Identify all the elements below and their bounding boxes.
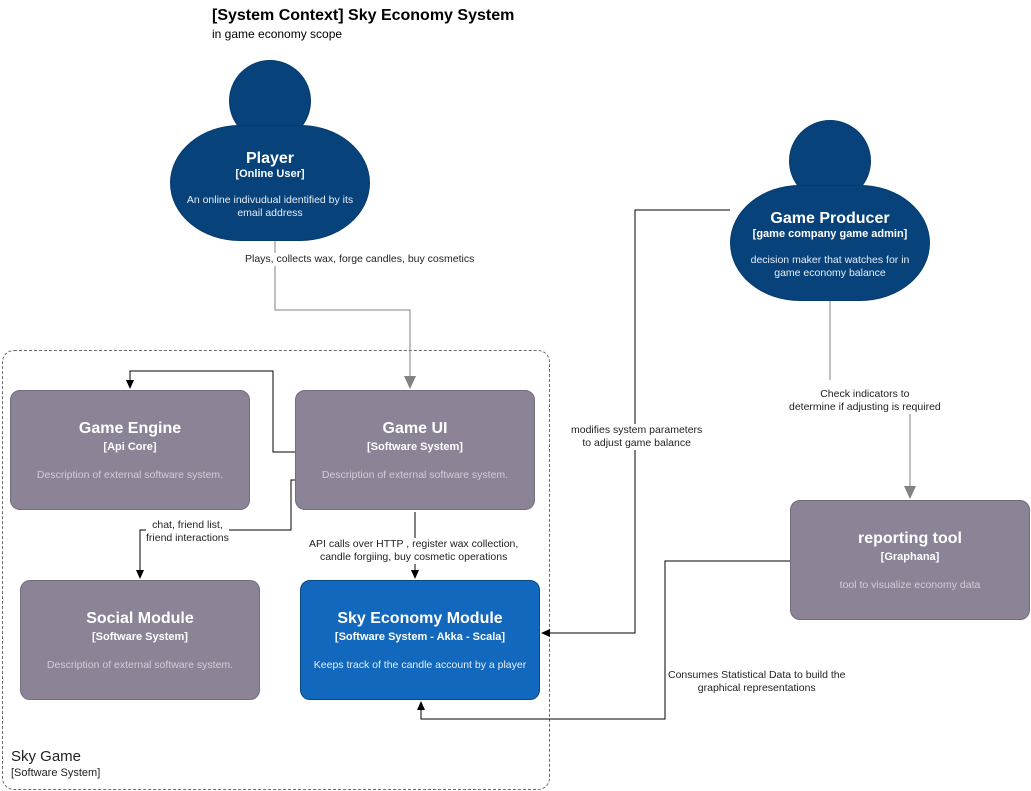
diagram-subtitle: in game economy scope xyxy=(212,27,343,41)
game-ui-type: [Software System] xyxy=(367,441,463,453)
edge-player-to-game-ui xyxy=(274,232,416,389)
game-ui-description: Description of external software system. xyxy=(321,469,509,481)
edge-label-producer-to-sky-economy: modifies system parameters to adjust gam… xyxy=(571,424,703,450)
edge-label-game-ui-to-social: chat, friend list, friend interactions xyxy=(146,519,229,545)
edge-label-player-to-game-ui: Plays, collects wax, forge candles, buy … xyxy=(245,253,475,266)
reporting-tool-name: reporting tool xyxy=(858,530,962,547)
edge-label-reporting-to-sky-economy-line2: graphical representations xyxy=(697,682,816,694)
edge-label-game-ui-to-social-line2: friend interactions xyxy=(146,532,229,544)
edge-label-game-ui-to-social-line1: chat, friend list, xyxy=(152,519,223,531)
social-module-type: [Software System] xyxy=(92,631,188,643)
boundary-name: Sky Game xyxy=(11,748,82,765)
edge-label-producer-to-reporting-line1: Check indicators to xyxy=(820,388,910,400)
edge-producer-to-sky-economy xyxy=(541,209,730,637)
game-producer-type: [game company game admin] xyxy=(752,228,908,240)
boundary-type: [Software System] xyxy=(11,767,101,779)
sky-game-boundary xyxy=(2,350,550,790)
social-module-system[interactable]: Social Module [Software System] Descript… xyxy=(20,580,260,700)
edge-label-producer-to-sky-economy-line1: modifies system parameters xyxy=(571,424,703,436)
game-ui-name: Game UI xyxy=(382,420,448,437)
game-engine-name: Game Engine xyxy=(78,420,182,437)
edge-label-producer-to-reporting-line2: determine if adjusting is required xyxy=(789,401,941,413)
edge-game-ui-to-social-module xyxy=(136,479,295,579)
game-engine-type: [Api Core] xyxy=(103,441,157,453)
game-producer-person[interactable]: Game Producer [game company game admin] … xyxy=(730,185,930,301)
edge-label-producer-to-sky-economy-line2: to adjust game balance xyxy=(582,437,691,449)
player-description: An online indivudual identified by its e… xyxy=(186,194,354,219)
sky-economy-module-type: [Software System - Akka - Scala] xyxy=(334,631,506,643)
game-engine-description: Description of external software system. xyxy=(36,469,224,481)
player-name: Player xyxy=(245,150,295,167)
game-engine-system[interactable]: Game Engine [Api Core] Description of ex… xyxy=(10,390,250,510)
reporting-tool-description: tool to visualize economy data xyxy=(839,579,981,591)
social-module-description: Description of external software system. xyxy=(46,659,234,671)
social-module-name: Social Module xyxy=(86,610,194,627)
sky-economy-module-name: Sky Economy Module xyxy=(337,610,503,627)
game-producer-name: Game Producer xyxy=(770,210,890,227)
edge-game-ui-to-game-engine xyxy=(126,370,295,453)
diagram-title: [System Context] Sky Economy System xyxy=(212,7,515,24)
player-person[interactable]: Player [Online User] An online indivudua… xyxy=(170,125,370,241)
edge-label-game-ui-to-sky-economy: API calls over HTTP , register wax colle… xyxy=(309,538,519,564)
edge-label-producer-to-reporting: Check indicators to determine if adjusti… xyxy=(789,388,941,414)
reporting-tool-type: [Graphana] xyxy=(880,551,940,563)
edge-label-game-ui-to-sky-economy-line2: candle forgiing, buy cosmetic operations xyxy=(319,551,508,563)
reporting-tool-system[interactable]: reporting tool [Graphana] tool to visual… xyxy=(790,500,1030,620)
player-type: [Online User] xyxy=(235,168,305,180)
edge-label-reporting-to-sky-economy: Consumes Statistical Data to build the g… xyxy=(668,669,846,695)
game-producer-description: decision maker that watches for in game … xyxy=(750,254,910,279)
sky-economy-module-system[interactable]: Sky Economy Module [Software System - Ak… xyxy=(300,580,540,700)
edge-label-game-ui-to-sky-economy-line1: API calls over HTTP , register wax colle… xyxy=(309,538,519,550)
sky-economy-module-description: Keeps track of the candle account by a p… xyxy=(313,659,527,671)
game-ui-system[interactable]: Game UI [Software System] Description of… xyxy=(295,390,535,510)
edge-label-reporting-to-sky-economy-line1: Consumes Statistical Data to build the xyxy=(668,669,846,681)
edge-reporting-tool-to-sky-economy xyxy=(417,560,790,720)
